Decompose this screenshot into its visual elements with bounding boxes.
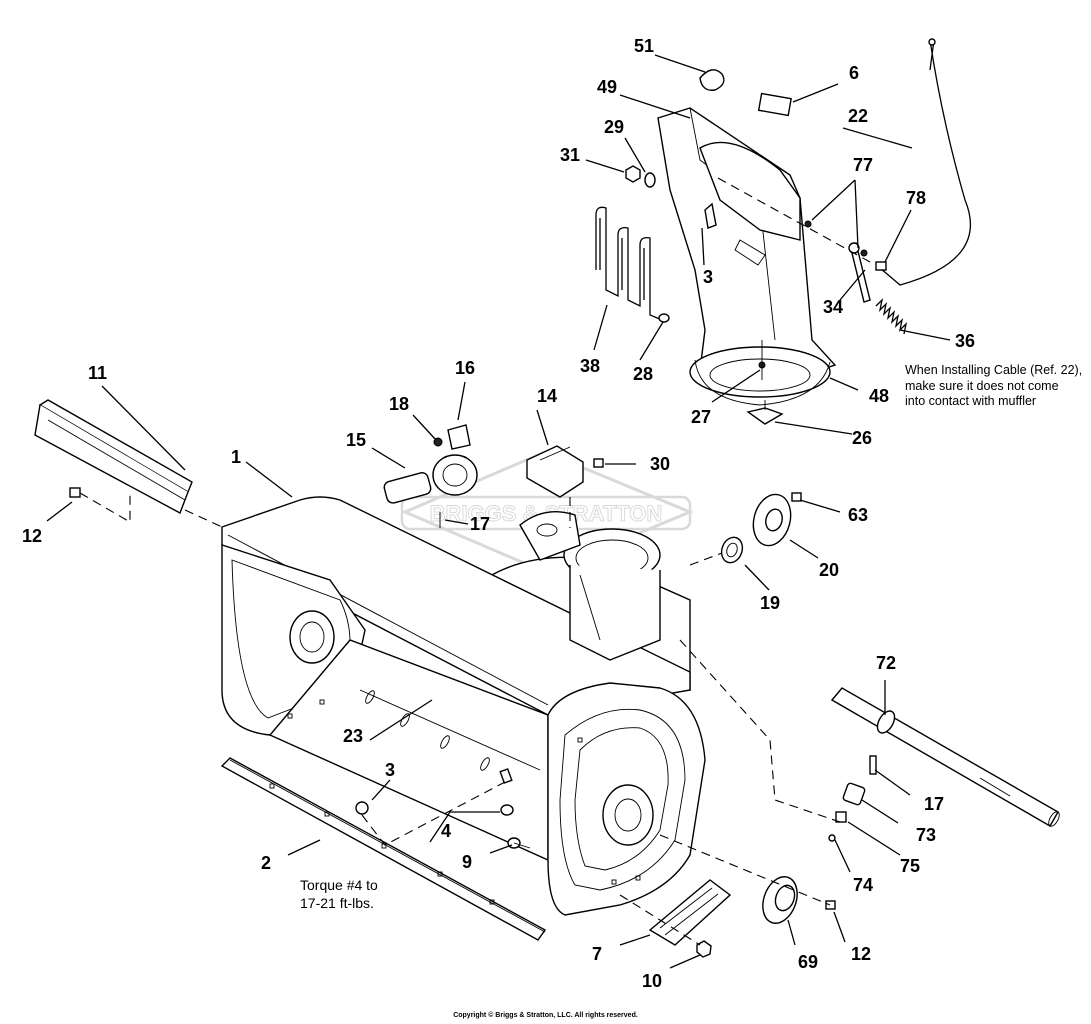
callout-2: 2 (261, 853, 272, 873)
callout-77: 77 (853, 155, 874, 175)
callout-20: 20 (819, 560, 840, 580)
callout-14: 14 (537, 386, 558, 406)
spring-36 (875, 298, 908, 335)
chute-motor-15 (383, 424, 478, 528)
skid-shoe (619, 879, 732, 958)
cable-note-line-1: When Installing Cable (Ref. 22), (905, 363, 1083, 377)
callout-15: 15 (346, 430, 367, 450)
cable-note-line-3: into contact with muffler (905, 394, 1037, 409)
scraper-bar (220, 757, 547, 941)
callout-6: 6 (849, 63, 860, 83)
callout-23: 23 (343, 726, 364, 746)
callout-11: 11 (88, 363, 108, 383)
callout-29: 29 (604, 117, 625, 137)
callout-22: 22 (848, 106, 869, 126)
callout-7: 7 (592, 944, 603, 964)
callout-49: 49 (597, 77, 618, 97)
callout-12-right: 12 (851, 944, 872, 964)
callout-69: 69 (798, 952, 819, 972)
chute-bracket-14 (526, 445, 604, 528)
auger-housing (221, 496, 706, 916)
callout-17-motor: 17 (470, 514, 491, 534)
hardware-31-29 (625, 165, 717, 229)
callout-9: 9 (462, 852, 473, 872)
torque-note-line-1: Torque #4 to (300, 877, 378, 893)
discharge-chute-49 (657, 107, 837, 425)
callout-3-bolt: 3 (385, 760, 396, 780)
callout-17-shaft: 17 (924, 794, 945, 814)
flange-20 (689, 492, 802, 566)
bearing-19 (720, 536, 744, 564)
callout-74: 74 (853, 875, 874, 895)
callout-26: 26 (852, 428, 873, 448)
deflector-rods-38 (595, 206, 670, 323)
callout-27: 27 (691, 407, 712, 427)
control-cable-22 (875, 38, 971, 286)
callout-51: 51 (634, 36, 655, 56)
callout-73: 73 (916, 825, 937, 845)
callout-34: 34 (823, 297, 844, 317)
drive-shaft (830, 687, 1060, 827)
callout-28: 28 (633, 364, 654, 384)
callout-75: 75 (900, 856, 921, 876)
callout-78: 78 (906, 188, 927, 208)
callout-36: 36 (955, 331, 976, 351)
callout-30: 30 (650, 454, 671, 474)
shave-plate-11 (34, 399, 223, 528)
callout-3-chute: 3 (703, 267, 714, 287)
coupler-parts (679, 639, 877, 842)
copyright-notice: Copyright © Briggs & Stratton, LLC. All … (453, 1012, 638, 1019)
label-6 (757, 92, 792, 117)
leader-lines (46, 54, 951, 969)
callout-72: 72 (876, 653, 897, 673)
callout-1: 1 (231, 447, 242, 467)
callout-63: 63 (848, 505, 869, 525)
callout-31: 31 (560, 145, 581, 165)
callout-18: 18 (389, 394, 410, 414)
callout-10: 10 (642, 971, 663, 991)
torque-note-line-2: 17-21 ft-lbs. (300, 894, 374, 911)
cable-note-line-2: make sure it does not come (905, 378, 1059, 393)
callout-16: 16 (455, 358, 476, 378)
callout-48: 48 (869, 386, 890, 406)
callout-4: 4 (441, 821, 452, 841)
bearing-flange-69 (659, 834, 836, 924)
callout-19: 19 (760, 593, 781, 613)
washers-77 (717, 177, 871, 263)
callout-12-left: 12 (22, 526, 43, 546)
chute-handle-51 (699, 69, 725, 91)
cable-installation-note: When Installing Cable (Ref. 22), make su… (905, 363, 1082, 410)
callout-38: 38 (580, 356, 601, 376)
torque-note: Torque #4 to 17-21 ft-lbs. (300, 877, 378, 912)
